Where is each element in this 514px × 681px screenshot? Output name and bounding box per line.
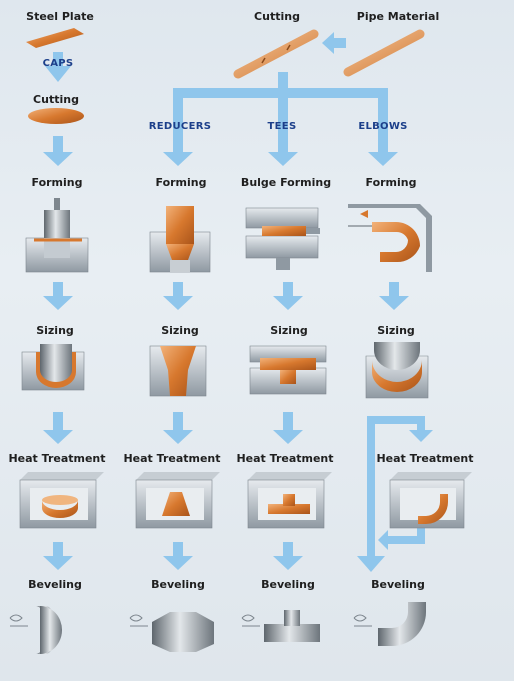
caps-beveled-product [9, 606, 62, 654]
label-steel-plate: Steel Plate [26, 10, 94, 23]
caps-sizing-die [21, 344, 85, 391]
label-elbows: ELBOWS [358, 121, 408, 132]
label-cutting-caps: Cutting [33, 93, 79, 106]
label-elbows-heat-treatment: Heat Treatment [376, 452, 474, 465]
cut-disk-icon [28, 108, 84, 124]
arrow-caps-forming [43, 136, 73, 166]
tees-bulge-forming-die [245, 207, 320, 270]
distribution-arrows [163, 72, 398, 166]
steel-plate-icon [26, 28, 84, 48]
label-reducers-forming: Forming [155, 176, 207, 189]
cut-pipe-icon [233, 29, 319, 79]
reducer-beveled-product [129, 612, 214, 652]
reducer-heat-furnace [135, 472, 220, 529]
elbows-beveled-product [353, 602, 426, 646]
label-tees-beveling: Beveling [261, 578, 315, 591]
elbows-heat-furnace [389, 472, 472, 529]
reducer-sizing-die [149, 345, 207, 397]
label-tees-bulge-forming: Bulge Forming [240, 176, 332, 189]
label-caps-heat-treatment: Heat Treatment [8, 452, 106, 465]
arrows-sizing-heat [43, 412, 433, 572]
arrows-forming-sizing [43, 282, 409, 310]
label-elbows-sizing: Sizing [377, 324, 415, 337]
label-tees-heat-treatment: Heat Treatment [236, 452, 334, 465]
label-pipe-material: Pipe Material [356, 10, 440, 23]
caps-heat-furnace [19, 472, 104, 529]
label-tees-sizing: Sizing [270, 324, 308, 337]
arrows-heat-beveling [43, 542, 303, 570]
label-caps: CAPS [42, 58, 74, 69]
tees-sizing-die [249, 345, 327, 395]
label-cutting-pipe: Cutting [254, 10, 300, 23]
pipe-material-icon [343, 29, 425, 77]
arrow-caps-down [45, 52, 71, 82]
label-reducers-sizing: Sizing [161, 324, 199, 337]
label-reducers-beveling: Beveling [151, 578, 205, 591]
label-caps-sizing: Sizing [36, 324, 74, 337]
elbows-forming-mandrel [348, 204, 432, 272]
reducer-forming-die [149, 206, 211, 273]
label-elbows-beveling: Beveling [371, 578, 425, 591]
label-caps-forming: Forming [31, 176, 83, 189]
label-reducers-heat-treatment: Heat Treatment [123, 452, 221, 465]
tees-beveled-product [241, 610, 320, 642]
label-caps-beveling: Beveling [28, 578, 82, 591]
label-reducers: REDUCERS [148, 121, 212, 132]
arrow-pipe-to-cutting [322, 32, 346, 54]
label-elbows-forming: Forming [365, 176, 417, 189]
label-tees: TEES [267, 121, 297, 132]
elbows-sizing-die [365, 342, 429, 399]
caps-forming-press [25, 198, 89, 273]
tees-heat-furnace [247, 472, 332, 529]
